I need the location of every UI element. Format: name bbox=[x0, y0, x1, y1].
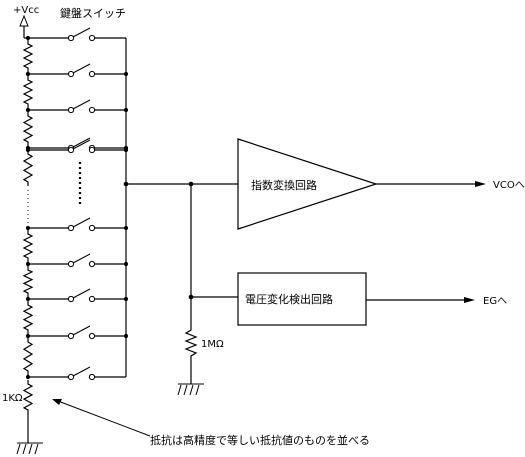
switch-lever bbox=[72, 217, 91, 228]
annotation-arrowhead bbox=[52, 399, 62, 405]
switch-contact bbox=[67, 70, 75, 78]
switch-lever bbox=[72, 253, 91, 264]
vcc-terminal bbox=[19, 14, 29, 27]
resistor-ladder bbox=[17, 37, 34, 444]
switch-contact bbox=[88, 332, 96, 340]
exp-converter-block bbox=[237, 138, 378, 230]
vcc-label: +Vcc bbox=[13, 5, 39, 16]
eg-output-label: EGへ bbox=[483, 296, 507, 307]
eg-arrow bbox=[464, 297, 475, 303]
bottom-resistor-label: 1KΩ bbox=[2, 393, 23, 404]
switch-lever bbox=[72, 325, 91, 336]
switch-contact bbox=[67, 106, 75, 114]
voltage-change-detector-block bbox=[237, 272, 367, 326]
switch-contact bbox=[88, 34, 96, 42]
voltage-change-detector-label: 電圧変化検出回路 bbox=[245, 292, 333, 306]
switch-lever bbox=[72, 99, 91, 110]
pulldown-resistor-label: 1MΩ bbox=[201, 339, 224, 350]
ladder-resistor bbox=[22, 301, 34, 334]
switch-contact bbox=[88, 70, 96, 78]
ladder-resistor bbox=[22, 76, 34, 108]
switch-contact bbox=[67, 260, 75, 268]
switch-lever bbox=[72, 139, 91, 150]
switch-contact bbox=[88, 373, 96, 381]
ladder-resistor bbox=[22, 230, 34, 262]
switch-contact bbox=[88, 260, 96, 268]
bus-junction bbox=[123, 181, 129, 187]
ladder-resistor bbox=[22, 266, 34, 297]
pulldown-resistor bbox=[184, 326, 198, 384]
ladder-resistor bbox=[22, 40, 34, 72]
switch-contact bbox=[67, 295, 75, 303]
switch-contact bbox=[88, 295, 96, 303]
switch-contact bbox=[88, 224, 96, 232]
switch-lever bbox=[72, 137, 91, 148]
switch-lever bbox=[72, 63, 91, 74]
switch-contact bbox=[67, 146, 75, 154]
annotation-leader bbox=[57, 400, 151, 437]
ground-symbol-left bbox=[16, 442, 43, 455]
ground-symbol-right bbox=[177, 383, 204, 396]
keyboard-switches bbox=[25, 27, 129, 381]
ladder-resistor bbox=[22, 338, 34, 375]
keyboard-switch-label: 鍵盤スイッチ bbox=[60, 6, 126, 20]
switch-lever bbox=[72, 27, 91, 38]
switch-contact bbox=[88, 106, 96, 114]
exp-converter-label: 指数変換回路 bbox=[251, 178, 317, 192]
ladder-resistor bbox=[22, 150, 34, 186]
vco-output-label: VCOへ bbox=[493, 180, 525, 191]
switch-contact bbox=[67, 373, 75, 381]
bottom-resistor bbox=[22, 380, 34, 414]
vco-arrow bbox=[475, 181, 486, 187]
ladder-resistor bbox=[22, 112, 34, 146]
annotation-note: 抵抗は高精度で等しい抵抗値のものを並べる bbox=[150, 433, 370, 447]
switch-contact bbox=[88, 146, 96, 154]
switch-contact bbox=[67, 224, 75, 232]
switch-contact bbox=[67, 34, 75, 42]
switch-lever bbox=[72, 366, 91, 377]
switch-contact bbox=[67, 332, 75, 340]
switch-lever bbox=[72, 288, 91, 299]
